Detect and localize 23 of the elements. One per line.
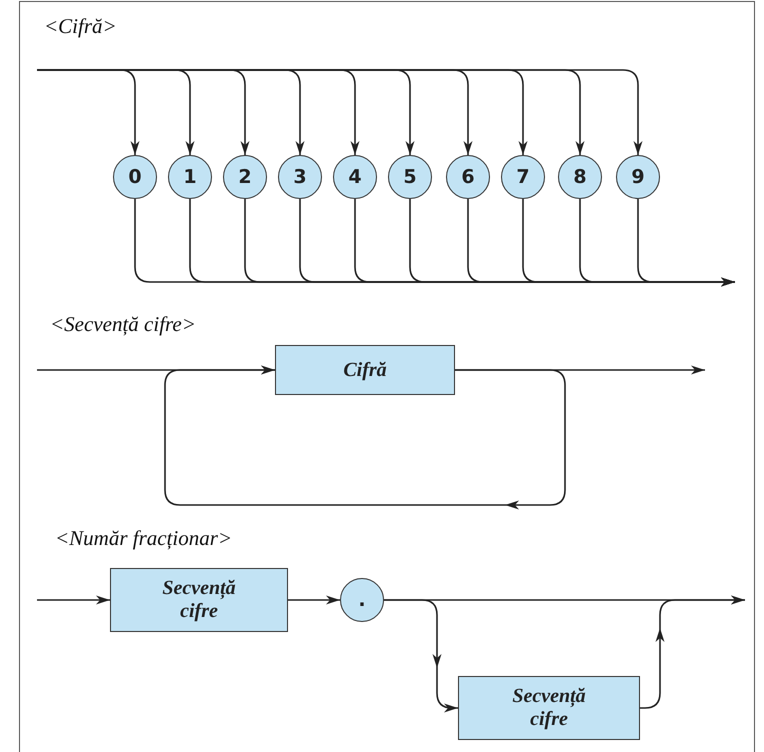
diagram-heading: <Număr fracționar>	[55, 526, 232, 551]
arrow	[288, 596, 340, 604]
terminal-circle: 3	[278, 155, 322, 199]
terminal-circle: 0	[113, 155, 157, 199]
arrow	[164, 366, 566, 510]
diagram-heading: <Cifră>	[44, 14, 117, 39]
arrow	[637, 199, 735, 286]
nonterminal-box: Cifră	[275, 345, 455, 395]
terminal-circle: 5	[388, 155, 432, 199]
arrow	[37, 596, 110, 604]
nonterminal-box: Secvență cifre	[110, 568, 288, 632]
terminal-circle: 6	[446, 155, 490, 199]
terminal-circle: 9	[616, 155, 660, 199]
terminal-circle: 8	[558, 155, 602, 199]
diagram-heading: <Secvență cifre>	[50, 312, 196, 337]
arrow	[640, 596, 745, 709]
terminal-circle: 7	[501, 155, 545, 199]
terminal-circle: 2	[223, 155, 267, 199]
terminal-circle: 4	[333, 155, 377, 199]
terminal-circle: 1	[168, 155, 212, 199]
arrow	[384, 599, 458, 712]
nonterminal-box: Secvență cifre	[458, 676, 640, 740]
terminal-circle: .	[340, 578, 384, 622]
